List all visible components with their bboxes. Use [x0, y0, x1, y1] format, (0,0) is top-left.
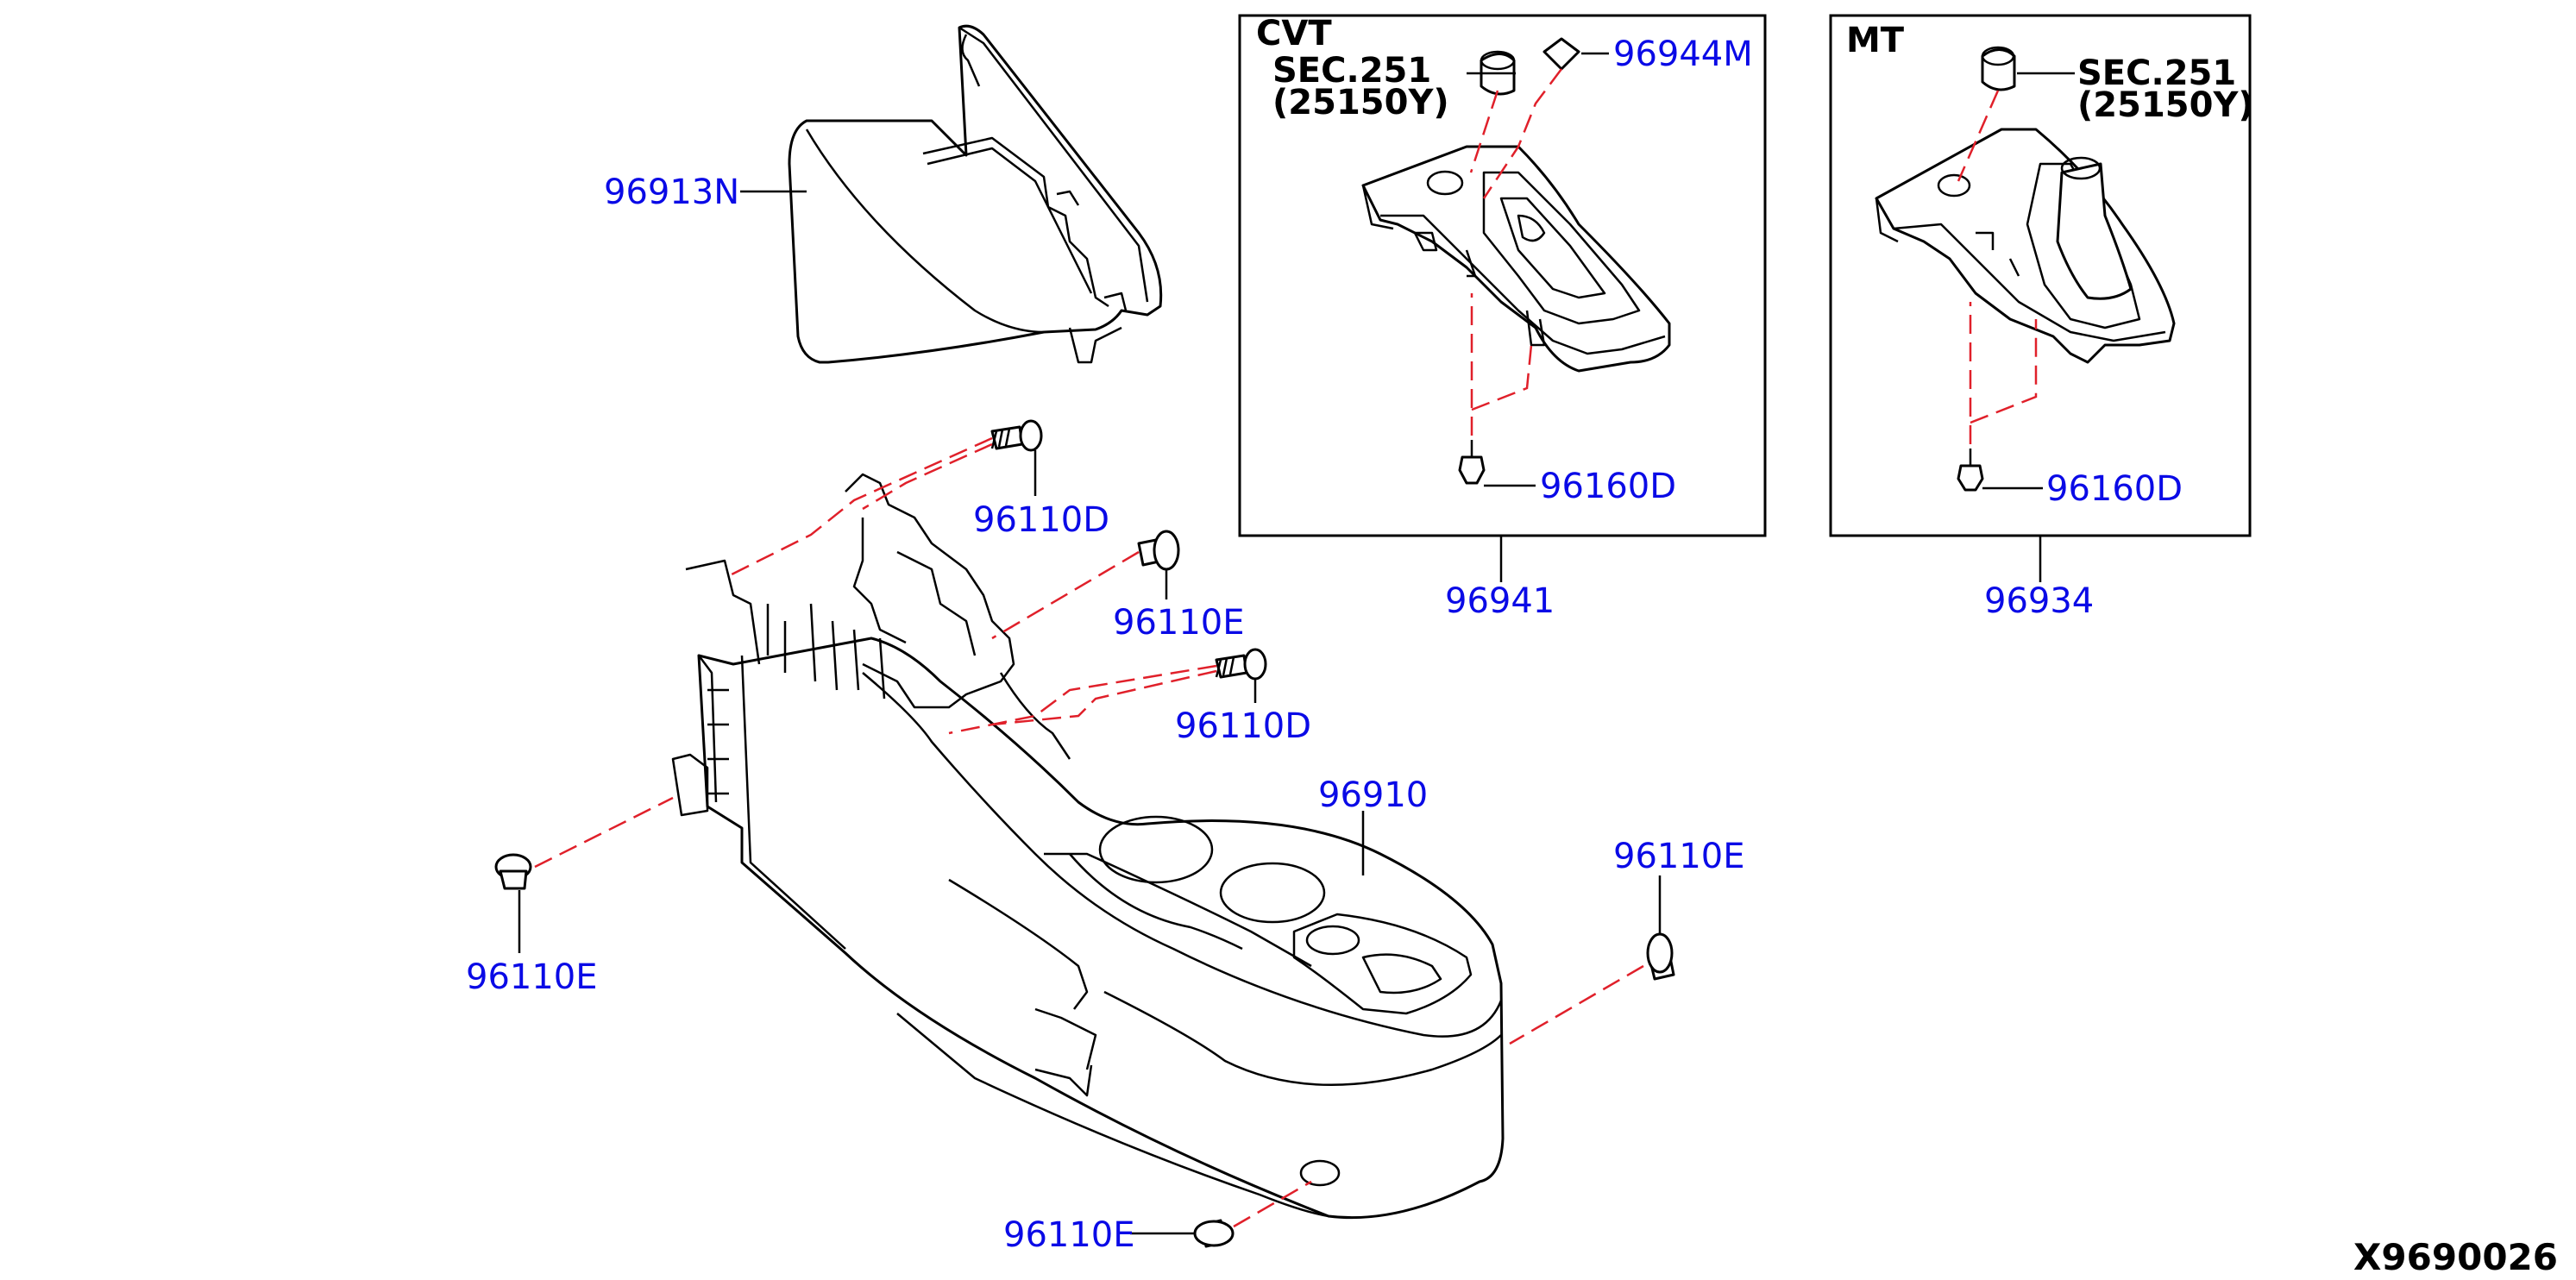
cvt-inset-frame: [1238, 14, 1767, 537]
label-cvt-bolt-96160d[interactable]: 96160D: [1540, 467, 1676, 506]
label-clip-right-96110e[interactable]: 96110E: [1613, 837, 1745, 876]
mt-sec-number: 251: [2164, 53, 2237, 93]
mt-labels: MT SEC.251 (25150Y) 96160D 96934: [1846, 21, 2254, 621]
label-mt-bolt-96160d[interactable]: 96160D: [2046, 469, 2183, 509]
label-armrest-96913n[interactable]: 96913N: [604, 173, 739, 212]
cvt-labels: CVT SEC.251 (25150Y) 96944M 96160D 96941: [1256, 14, 1753, 621]
mt-shift-finisher-drawing: [1875, 46, 2176, 492]
label-cvt-cap-96944m[interactable]: 96944M: [1613, 35, 1753, 74]
diagram-code: X9690026: [2353, 1236, 2558, 1278]
label-clip-mid-96110e[interactable]: 96110E: [1113, 603, 1245, 643]
label-cvt-assembly-96941[interactable]: 96941: [1445, 581, 1555, 621]
part-labels: 96913N 96110D 96110E 96110D 96910 96110E…: [466, 173, 1745, 1255]
cvt-sec-part[interactable]: (25150Y): [1272, 83, 1449, 122]
mt-inset-frame: [1829, 14, 2252, 537]
cvt-shift-finisher-drawing: [1361, 37, 1671, 485]
cvt-title: CVT: [1256, 14, 1332, 53]
label-screw-top-96110d[interactable]: 96110D: [973, 500, 1109, 540]
label-console-96910[interactable]: 96910: [1318, 775, 1428, 815]
label-clip-bottom-96110e[interactable]: 96110E: [1003, 1215, 1135, 1255]
leader-lines: [518, 52, 2075, 1235]
assembly-dash-lines: [534, 68, 2038, 1228]
center-console-drawing: [671, 473, 1505, 1220]
label-mt-assembly-96934[interactable]: 96934: [1984, 581, 2094, 621]
cvt-sec-ref[interactable]: SEC.251: [1272, 51, 1431, 91]
label-clip-left-96110e[interactable]: 96110E: [466, 957, 598, 997]
mt-sec-part[interactable]: (25150Y): [2077, 85, 2254, 125]
cvt-cap-drawing: [1542, 37, 1580, 71]
mt-sec-prefix: SEC.: [2077, 53, 2164, 93]
mt-sec-ref[interactable]: SEC.251: [2077, 53, 2236, 93]
mt-title: MT: [1846, 21, 1905, 60]
cvt-sec-prefix: SEC.: [1272, 51, 1360, 91]
cvt-sec-number: 251: [1360, 51, 1432, 91]
armrest-lid-drawing: [788, 24, 1163, 364]
label-screw-right-96110d[interactable]: 96110D: [1175, 706, 1311, 746]
